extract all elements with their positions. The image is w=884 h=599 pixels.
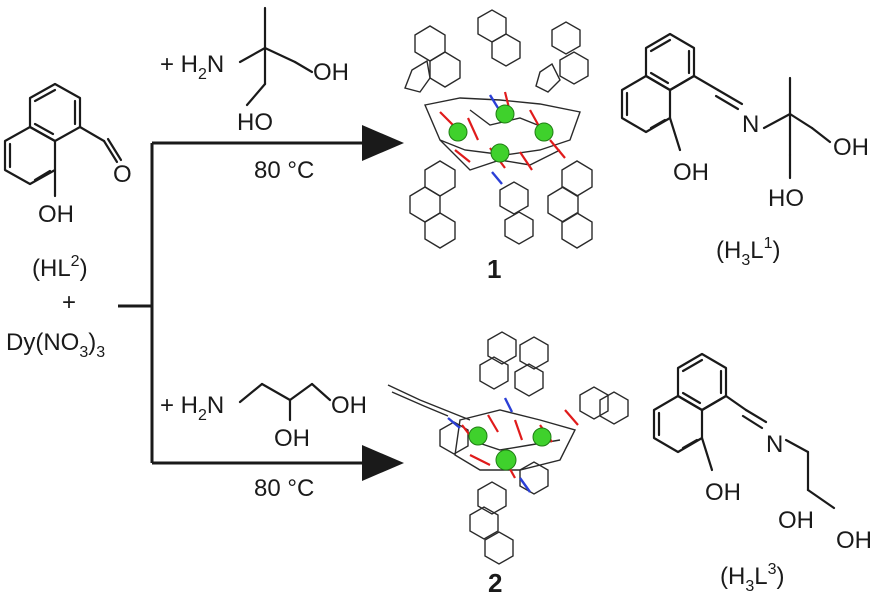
bottom-condition-label: 80 °C (254, 475, 314, 502)
top-condition-label: 80 °C (254, 157, 314, 184)
ligand-1-ho: HO (768, 185, 804, 212)
aldehyde-oh-label: OH (38, 201, 74, 228)
top-amine-label: + H2N (160, 51, 224, 83)
ligand-h3l1-label: (H3L1) (716, 235, 781, 269)
ligand-h3l1-structure (620, 32, 832, 180)
bottom-amine-oh-right: OH (331, 392, 367, 419)
aldehyde-structure (3, 82, 123, 198)
ligand-3-oh-c: OH (836, 527, 872, 554)
ligand-3-oh-b: OH (778, 507, 814, 534)
top-amine-structure (238, 6, 314, 107)
top-amine-oh-right: OH (313, 59, 349, 86)
cluster-2-structure (387, 331, 629, 565)
plus-sign: + (62, 289, 76, 316)
ligand-3-n-label: N (766, 431, 783, 458)
ligand-1-oh-a: OH (673, 159, 709, 186)
bottom-amine-oh-bottom: OH (274, 425, 310, 452)
aldehyde-o-label: O (113, 161, 132, 188)
ligand-h3l3-label: (H3L3) (720, 561, 785, 595)
reaction-arrows (118, 125, 404, 481)
bottom-amine-structure (238, 382, 332, 422)
ligand-h3l3-structure (652, 352, 836, 510)
ligand-1-n-label: N (742, 111, 759, 138)
compound-2-number: 2 (488, 568, 502, 598)
cluster-1-structure (404, 9, 593, 249)
ligand-3-oh-a: OH (705, 479, 741, 506)
bottom-amine-label: + H2N (160, 392, 224, 424)
ligand-hl2-label: (HL2) (32, 253, 88, 282)
metal-salt-label: Dy(NO3)3 (6, 329, 105, 361)
compound-1-number: 1 (487, 254, 501, 284)
ligand-1-oh-b: OH (833, 134, 869, 161)
top-amine-ho-left: HO (237, 109, 273, 136)
